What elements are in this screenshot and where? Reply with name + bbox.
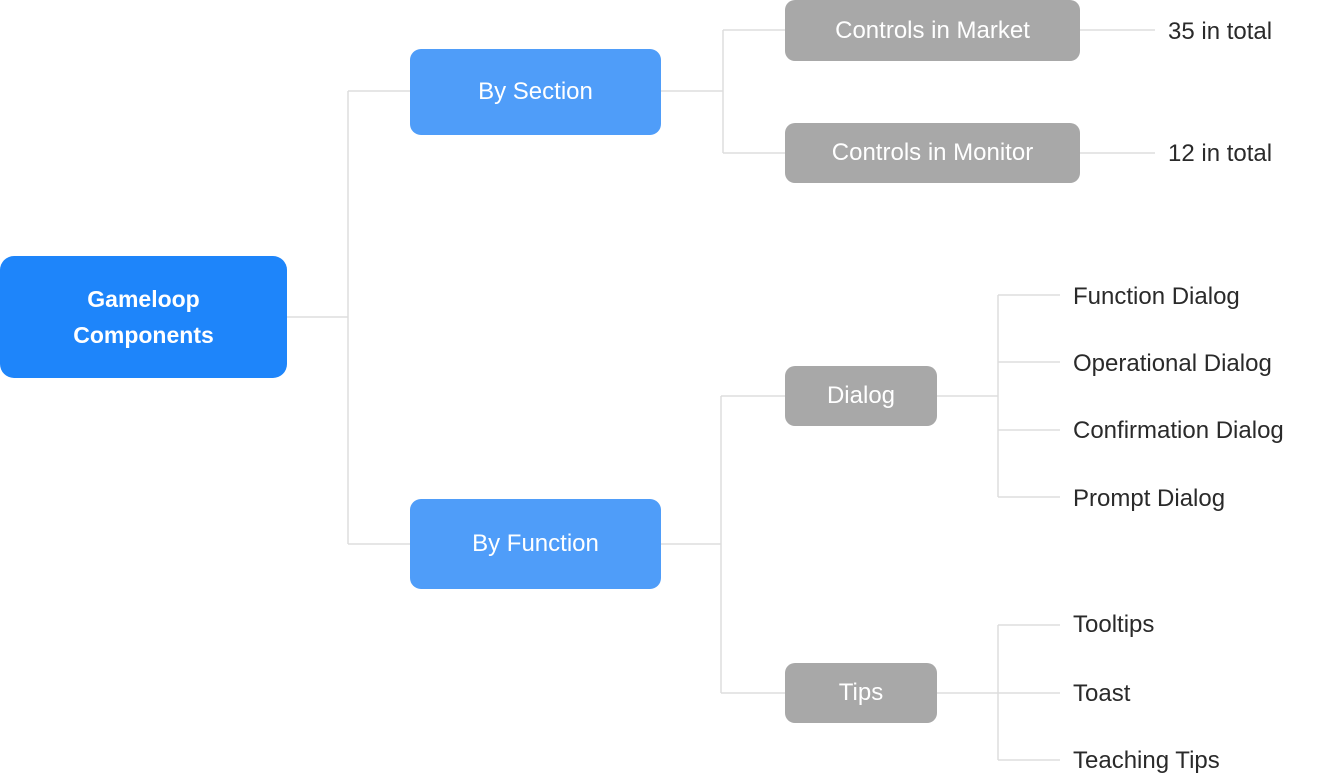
- controls-monitor-label: Controls in Monitor: [831, 139, 1034, 166]
- controls-monitor-node: Controls in Monitor: [785, 123, 1080, 183]
- dialog-child-prompt: Prompt Dialog: [1073, 485, 1226, 512]
- connector-dialog: [937, 294, 1060, 498]
- root-node: Gameloop Components: [0, 256, 287, 378]
- connector-by-function: [661, 395, 785, 694]
- tips-child-toast: Toast: [1073, 680, 1131, 707]
- connector-root: [287, 90, 410, 545]
- by-section-node: By Section: [410, 49, 661, 135]
- monitor-count-label: 12 in total: [1168, 140, 1273, 167]
- dialog-node: Dialog: [785, 366, 937, 426]
- by-function-node: By Function: [410, 499, 661, 589]
- dialog-label: Dialog: [826, 382, 896, 409]
- tips-child-tooltips: Tooltips: [1073, 611, 1155, 638]
- controls-market-label: Controls in Market: [835, 16, 1030, 44]
- dialog-child-confirmation: Confirmation Dialog: [1073, 417, 1284, 444]
- dialog-child-operational: Operational Dialog: [1073, 350, 1272, 377]
- tips-label: Tips: [838, 679, 884, 706]
- controls-market-node: Controls in Market: [785, 0, 1080, 61]
- market-count-label: 35 in total: [1168, 18, 1273, 45]
- tips-node: Tips: [785, 663, 937, 723]
- by-function-label: By Function: [472, 530, 599, 557]
- by-section-label: By Section: [478, 78, 593, 105]
- tips-child-teaching: Teaching Tips: [1073, 747, 1220, 774]
- dialog-child-function: Function Dialog: [1073, 283, 1240, 310]
- root-label: Gameloop Components: [73, 286, 214, 348]
- connector-tips: [937, 624, 1060, 761]
- connector-by-section: [661, 29, 785, 154]
